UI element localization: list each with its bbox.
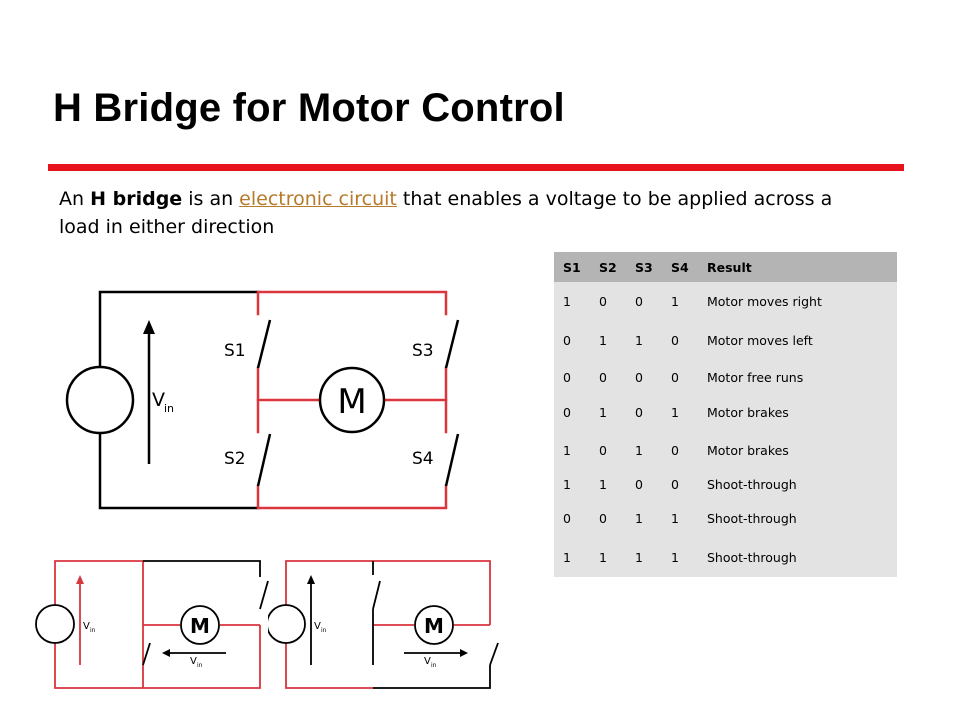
switch-s2 [256, 433, 272, 487]
header-result: Result [698, 252, 897, 282]
motor [318, 366, 386, 434]
label-s1: S1 [224, 341, 246, 361]
intro-paragraph: An H bridge is an electronic circuit tha… [59, 185, 859, 241]
cell-s3: 1 [635, 332, 643, 348]
cell-s2: 1 [599, 332, 607, 348]
switch-s4 [444, 433, 460, 487]
cell-s1: 1 [563, 442, 571, 458]
mini-left-source-label: V [83, 621, 90, 632]
cell-s4: 0 [671, 369, 679, 385]
slide-title: H Bridge for Motor Control [53, 86, 565, 130]
voltage-source [65, 365, 135, 435]
header-s4: S4 [662, 252, 698, 282]
cell-s4: 1 [671, 293, 679, 309]
table-row: 1 1 1 1 Shoot-through [554, 537, 897, 577]
mini-left-source-sub: in [90, 627, 96, 634]
cell-s1: 0 [563, 332, 571, 348]
cell-s3: 1 [635, 549, 643, 565]
cell-s4: 0 [671, 476, 679, 492]
cell-s3: 0 [635, 369, 643, 385]
cell-result: Shoot-through [707, 476, 797, 492]
cell-s1: 1 [563, 476, 571, 492]
mini-left-motor-label: M [190, 614, 210, 638]
cell-result: Motor free runs [707, 369, 804, 385]
title-divider [48, 164, 904, 171]
mini-right-load-label: V [424, 656, 431, 667]
mini-right-source-sub: in [321, 627, 327, 634]
cell-result: Motor moves right [707, 293, 822, 309]
switch-s1 [256, 319, 272, 369]
cell-result: Motor brakes [707, 442, 789, 458]
source-voltage-label: V [152, 389, 165, 411]
cell-s1: 0 [563, 369, 571, 385]
table-row: 0 1 1 0 Motor moves left [554, 320, 897, 360]
header-s1: S1 [554, 252, 590, 282]
cell-s4: 0 [671, 332, 679, 348]
cell-s1: 1 [563, 549, 571, 565]
header-s3: S3 [626, 252, 662, 282]
cell-s3: 0 [635, 405, 643, 420]
table-row: 0 0 1 1 Shoot-through [554, 499, 897, 537]
cell-s1: 0 [563, 510, 571, 526]
mini-right-load-sub: in [431, 662, 437, 669]
cell-s2: 0 [599, 369, 607, 385]
table-row: 1 1 0 0 Shoot-through [554, 469, 897, 499]
voltage-arrow [143, 320, 155, 334]
bridge-wire [256, 290, 448, 316]
table-row: 0 0 0 0 Motor free runs [554, 360, 897, 394]
cell-result: Shoot-through [707, 510, 797, 526]
mini-diagram-left: V in M V in [35, 560, 269, 689]
mini-left-load-sub: in [197, 662, 203, 669]
mini-diagram-right: V in M V in [268, 560, 499, 689]
cell-s2: 1 [599, 405, 607, 420]
cell-s3: 0 [635, 476, 643, 492]
cell-s2: 0 [599, 510, 607, 526]
table-row: 1 0 1 0 Motor brakes [554, 431, 897, 469]
cell-s3: 1 [635, 442, 643, 458]
intro-prefix: An [59, 188, 91, 210]
cell-s3: 1 [635, 510, 643, 526]
cell-result: Shoot-through [707, 549, 797, 565]
cell-s1: 1 [563, 293, 571, 309]
switch-s3 [444, 319, 460, 369]
cell-s4: 1 [671, 510, 679, 526]
cell-s4: 1 [671, 549, 679, 565]
intro-suffix: that enables a voltage to be applied acr… [59, 188, 833, 238]
cell-s1: 0 [563, 405, 571, 420]
mini-right-motor-label: M [424, 614, 444, 638]
cell-s2: 0 [599, 442, 607, 458]
switch-truth-table: S1 S2 S3 S4 Result 1 0 0 1 Motor moves r… [554, 252, 897, 577]
mini-right-source-label: V [314, 621, 321, 632]
h-bridge-diagram: V in M S1 S2 S3 S4 [65, 290, 460, 510]
cell-s3: 0 [635, 293, 643, 309]
cell-s4: 1 [671, 405, 679, 420]
table-header-row: S1 S2 S3 S4 Result [554, 252, 897, 282]
electronic-circuit-link[interactable]: electronic circuit [239, 188, 397, 210]
label-s4: S4 [412, 449, 434, 469]
header-s2: S2 [590, 252, 626, 282]
label-s2: S2 [224, 449, 246, 469]
label-s3: S3 [412, 341, 434, 361]
intro-bold-term: H bridge [90, 188, 183, 210]
cell-s2: 1 [599, 476, 607, 492]
source-voltage-sub: in [164, 402, 174, 415]
cell-s2: 1 [599, 549, 607, 565]
intro-middle: is an [182, 188, 240, 210]
table-row: 0 1 0 1 Motor brakes [554, 394, 897, 431]
cell-s2: 0 [599, 293, 607, 309]
cell-result: Motor moves left [707, 332, 813, 348]
cell-s4: 0 [671, 442, 679, 458]
cell-result: Motor brakes [707, 405, 789, 420]
table-row: 1 0 0 1 Motor moves right [554, 282, 897, 320]
motor-label: M [337, 382, 366, 422]
mini-left-load-label: V [190, 656, 197, 667]
